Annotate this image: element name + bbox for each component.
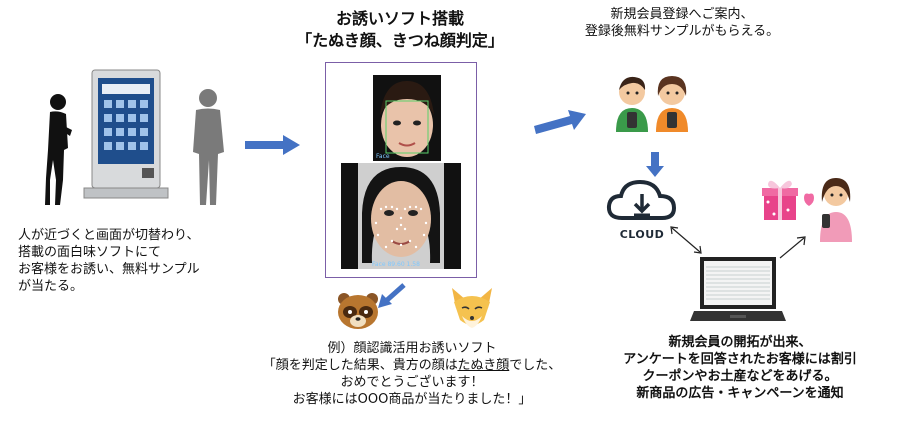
kiosk-illustration [45, 69, 224, 205]
woman-with-phone-icon [820, 178, 852, 242]
center-title-line1: お誘いソフト搭載 [335, 9, 464, 28]
right-top-line2: 登録後無料サンプルがもらえる。 [584, 24, 780, 39]
right-top-text: 新規会員登録へご案内、 登録後無料サンプルがもらえる。 [572, 6, 792, 40]
right-top-line1: 新規会員登録へご案内、 [610, 7, 754, 22]
laptop-icon [690, 257, 786, 321]
arrow-down-icon [646, 152, 664, 177]
woman-silhouette [45, 94, 72, 205]
center-title: お誘いソフト搭載 「たぬき顔、きつね顔判定」 [290, 8, 510, 52]
caption-line2-pre: 「顔を判定した結果、貴方の顔は [262, 358, 458, 373]
couple-with-smartphones-icon [616, 76, 688, 132]
left-desc-line4: が当たる。 [18, 279, 84, 294]
tanuki-icon [338, 293, 378, 329]
signage-kiosk [83, 69, 169, 199]
gift-box-icon [762, 180, 798, 220]
caption-line2: 「顔を判定した結果、貴方の顔はたぬき顔でした、 [232, 357, 592, 374]
face-label-top: Face [376, 153, 390, 160]
caption-line2-post: でした、 [509, 358, 562, 373]
cloud-label: CLOUD [619, 228, 665, 241]
caption-line4: お客様にはOOO商品が当たりました！」 [292, 392, 532, 407]
left-desc-line1: 人が近づくと画面が切替わり、 [18, 228, 200, 243]
kiosk-scene [20, 60, 250, 210]
center-caption: 例）顔認識活用お誘いソフト 「顔を判定した結果、貴方の顔はたぬき顔でした、 おめ… [232, 340, 592, 408]
right-bottom-line4: 新商品の広告・キャンペーンを通知 [636, 386, 844, 401]
center-title-line2: 「たぬき顔、きつね顔判定」 [296, 31, 504, 50]
caption-line2-underlined: たぬき顔 [457, 358, 510, 373]
face-detection-image: Face Face 89.60 1.58 [341, 75, 461, 269]
fox-icon [452, 288, 492, 328]
man-silhouette [193, 89, 224, 205]
caption-line1: 例）顔認識活用お誘いソフト [327, 341, 497, 356]
send-arrow-icon [779, 236, 806, 259]
sync-arrow-icon [670, 226, 702, 254]
gift-and-woman-icon [762, 178, 852, 242]
right-bottom-text: 新規会員の開拓が出来、 アンケートを回答されたお客様には割引 クーポンやお土産な… [590, 334, 890, 402]
left-desc-line2: 搭載の面白味ソフトにて [18, 245, 162, 260]
arrow-right-icon [245, 135, 300, 155]
right-bottom-line2: アンケートを回答されたお客様には割引 [623, 352, 857, 367]
arrow-up-right-icon [534, 110, 586, 134]
right-bottom-line3: クーポンやお土産などをあげる。 [642, 369, 838, 384]
cloud-icon-block: CLOUD [606, 178, 678, 242]
face-label-bottom: Face 89.60 1.58 [372, 261, 420, 268]
left-description: 人が近づくと画面が切替わり、 搭載の面白味ソフトにて お客様をお誘い、無料サンプ… [18, 227, 200, 295]
right-bottom-line1: 新規会員の開拓が出来、 [668, 335, 812, 350]
left-desc-line3: お客様をお誘い、無料サンプル [18, 262, 200, 277]
cloud-icon [606, 179, 677, 220]
face-photo-panel: Face Face 89.60 1.58 [325, 62, 477, 278]
caption-line3: おめでとうございます！ [340, 375, 484, 390]
arrow-down-left-icon [378, 283, 406, 308]
